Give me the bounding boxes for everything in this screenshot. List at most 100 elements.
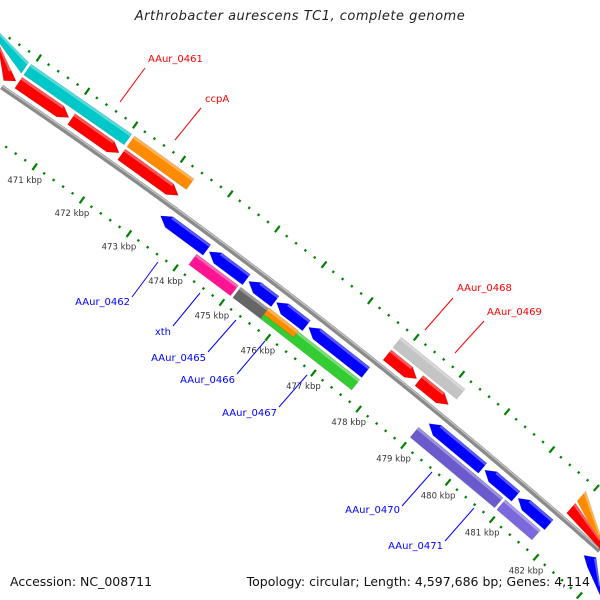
tick-label: 479 kbp — [376, 454, 411, 464]
feature-highlight — [583, 491, 600, 536]
tick-label: 472 kbp — [55, 209, 90, 219]
feature-highlight — [239, 287, 271, 313]
minor-tick — [201, 286, 206, 291]
tick-label: 473 kbp — [102, 243, 137, 253]
minor-tick — [46, 62, 51, 67]
feature-label-AAur_0470[interactable]: AAur_0470 — [345, 505, 400, 516]
minor-tick — [560, 578, 564, 582]
minor-tick — [4, 145, 8, 149]
feature-11[interactable] — [566, 502, 600, 551]
feature-highlight — [593, 558, 600, 587]
minor-tick — [384, 429, 388, 433]
feature-17[interactable] — [428, 423, 488, 474]
feature-label-xth[interactable]: xth — [155, 327, 171, 338]
minor-tick — [219, 185, 223, 189]
minor-tick — [437, 473, 441, 477]
feature-13[interactable] — [208, 251, 251, 286]
label-line — [236, 340, 266, 375]
feature-5[interactable] — [0, 46, 17, 82]
minor-tick — [303, 248, 307, 252]
minor-tick — [423, 343, 428, 347]
feature-highlight — [573, 503, 600, 541]
feature-highlight — [416, 427, 503, 501]
feature-7[interactable] — [67, 113, 120, 154]
minor-tick — [27, 49, 31, 53]
feature-label-AAur_0468[interactable]: AAur_0468 — [457, 283, 512, 294]
minor-tick — [516, 540, 521, 544]
feature-2[interactable] — [126, 135, 195, 190]
feature-10[interactable] — [414, 375, 449, 405]
feature-highlight — [0, 47, 12, 72]
minor-tick — [387, 313, 391, 317]
feature-15[interactable] — [276, 302, 311, 332]
tick-label: 481 kbp — [465, 529, 500, 539]
feature-label-AAur_0462[interactable]: AAur_0462 — [75, 297, 130, 308]
feature-9[interactable] — [382, 349, 418, 380]
feature-6[interactable] — [14, 76, 70, 118]
feature-highlight — [259, 282, 279, 299]
minor-tick — [331, 270, 335, 274]
minor-tick — [508, 533, 512, 537]
minor-tick — [143, 130, 147, 134]
minor-tick — [89, 205, 94, 209]
minor-tick — [162, 143, 166, 148]
feature-25[interactable] — [409, 426, 504, 509]
minor-tick — [238, 199, 242, 203]
feature-label-AAur_0467[interactable]: AAur_0467 — [222, 408, 277, 419]
feature-label-AAur_0461[interactable]: AAur_0461 — [148, 54, 203, 65]
major-tick — [355, 405, 363, 413]
minor-tick — [577, 470, 581, 475]
feature-1[interactable] — [23, 63, 133, 146]
minor-tick — [487, 395, 491, 399]
minor-tick — [405, 328, 409, 332]
minor-tick — [284, 350, 288, 354]
major-tick — [35, 54, 42, 62]
minor-tick — [419, 458, 424, 462]
minor-tick — [525, 548, 529, 552]
major-tick — [575, 591, 583, 600]
accession-text: Accession: NC_008711 — [10, 574, 153, 589]
tick-label: 478 kbp — [331, 418, 366, 428]
major-tick — [488, 515, 496, 524]
label-line — [174, 107, 202, 141]
feature-label-AAur_0465[interactable]: AAur_0465 — [151, 353, 206, 364]
major-tick — [548, 445, 556, 454]
minor-tick — [375, 421, 379, 426]
feature-0[interactable] — [0, 32, 29, 74]
feature-label-ccpA[interactable]: ccpA — [205, 94, 229, 105]
major-tick — [366, 296, 374, 305]
feature-26[interactable] — [496, 499, 541, 541]
major-tick — [458, 370, 466, 379]
minor-tick — [164, 259, 168, 263]
minor-tick — [377, 306, 382, 310]
label-line — [278, 374, 308, 408]
feature-16[interactable] — [308, 327, 371, 378]
feature-label-AAur_0466[interactable]: AAur_0466 — [180, 375, 235, 386]
feature-8[interactable] — [117, 148, 179, 196]
minor-tick — [392, 436, 397, 440]
label-line — [207, 319, 237, 353]
feature-19[interactable] — [517, 497, 554, 531]
feature-12[interactable] — [160, 215, 212, 256]
feature-label-AAur_0469[interactable]: AAur_0469 — [487, 307, 542, 318]
minor-tick — [108, 218, 112, 222]
minor-tick — [61, 185, 65, 189]
minor-tick — [366, 414, 370, 418]
feature-4[interactable] — [576, 490, 600, 544]
feature-24[interactable] — [263, 307, 300, 338]
label-line — [424, 297, 454, 331]
feature-21[interactable] — [188, 253, 239, 297]
minor-tick — [432, 350, 437, 354]
minor-tick — [155, 252, 159, 256]
feature-highlight — [20, 77, 64, 109]
feature-3[interactable] — [392, 336, 466, 400]
label-line — [131, 261, 159, 298]
feature-highlight — [267, 308, 299, 334]
feature-18[interactable] — [484, 469, 521, 502]
feature-14[interactable] — [248, 281, 280, 308]
minor-tick — [464, 495, 468, 499]
feature-label-AAur_0471[interactable]: AAur_0471 — [388, 541, 443, 552]
feature-20[interactable] — [583, 555, 600, 596]
